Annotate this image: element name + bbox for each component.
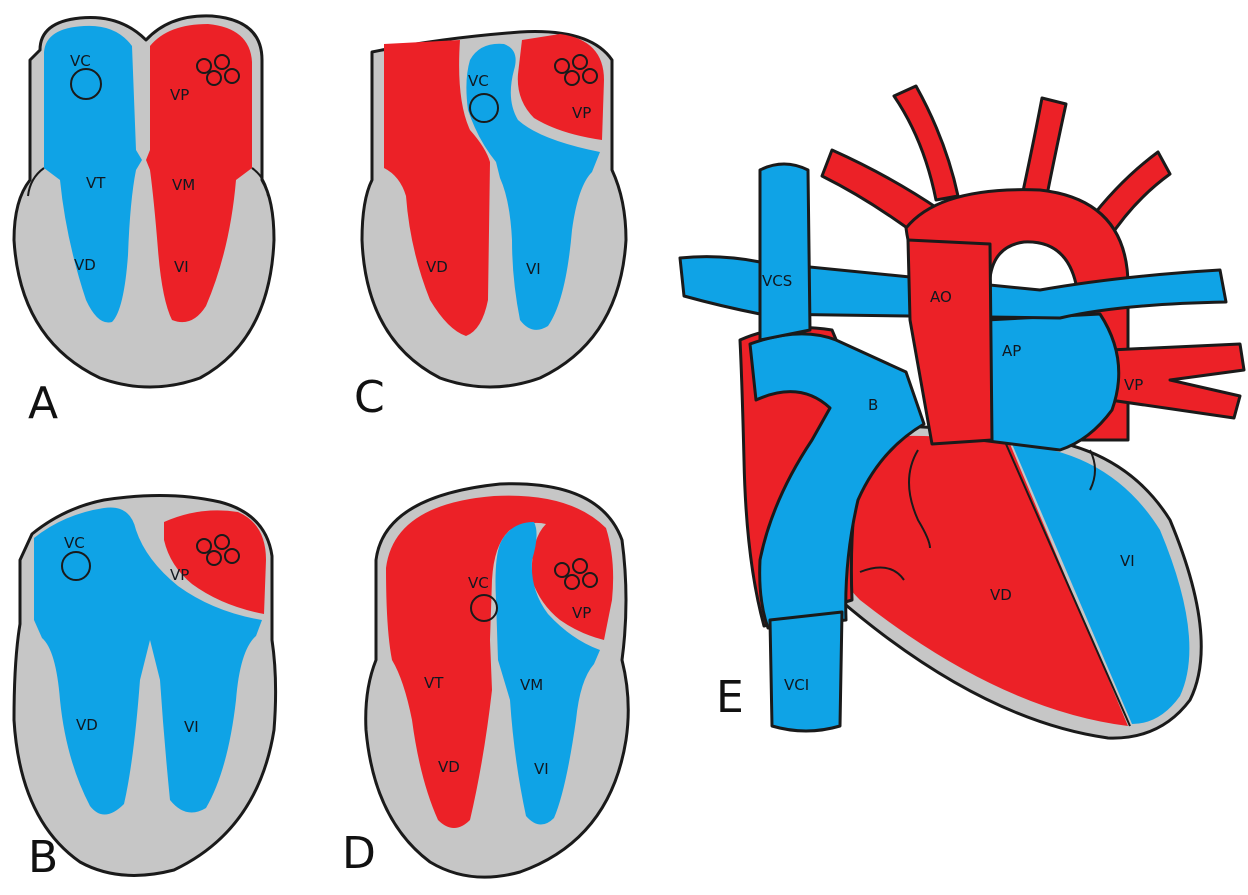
panel-b-vi-label: VI: [184, 718, 199, 736]
panel-b-vc-label: VC: [64, 534, 85, 552]
panel-d: VC VP VT VM VD VI D: [342, 484, 628, 879]
panel-e-vi-label: VI: [1120, 552, 1135, 570]
panel-d-letter: D: [342, 828, 376, 879]
panel-b: VC VP VD VI B: [14, 495, 276, 883]
panel-a-vt-label: VT: [86, 174, 106, 192]
panel-c-vc-label: VC: [468, 72, 489, 90]
panel-a-vc-label: VC: [70, 52, 91, 70]
panel-a-vi-label: VI: [174, 258, 189, 276]
panel-a-letter: A: [28, 378, 58, 429]
panel-a-vd-label: VD: [74, 256, 96, 274]
panel-e-aortic-branch: [1022, 98, 1066, 200]
panel-e-vp-label: VP: [1124, 376, 1143, 394]
panel-e-ao-label: AO: [930, 288, 952, 306]
panel-b-letter: B: [28, 832, 58, 883]
panel-e-vd-label: VD: [990, 586, 1012, 604]
panel-e: VCS AO AP VP B VD VI VCI E: [680, 86, 1244, 738]
panel-b-vd-label: VD: [76, 716, 98, 734]
panel-e-superior-vena-cava: [760, 164, 810, 340]
panel-c: VC VP VD VI C: [354, 32, 626, 423]
panel-c-vi-label: VI: [526, 260, 541, 278]
panel-e-letter: E: [716, 672, 744, 723]
panel-c-vp-label: VP: [572, 104, 591, 122]
panel-e-vcs-label: VCS: [762, 272, 792, 290]
panel-a-vp-label: VP: [170, 86, 189, 104]
panel-d-vd-label: VD: [438, 758, 460, 776]
panel-c-letter: C: [354, 372, 385, 423]
panel-e-vci-label: VCI: [784, 676, 809, 694]
panel-e-b-label: B: [868, 396, 878, 414]
panel-c-vd-label: VD: [426, 258, 448, 276]
panel-d-vi-label: VI: [534, 760, 549, 778]
panel-e-ap-label: AP: [1002, 342, 1021, 360]
panel-a: VC VP VT VM VD VI A: [14, 16, 274, 429]
panel-d-vp-label: VP: [572, 604, 591, 622]
panel-e-aortic-branch: [894, 86, 958, 200]
panel-a-vm-label: VM: [172, 176, 195, 194]
panel-d-vm-label: VM: [520, 676, 543, 694]
panel-d-vc-label: VC: [468, 574, 489, 592]
panel-b-vp-label: VP: [170, 566, 189, 584]
panel-d-vt-label: VT: [424, 674, 444, 692]
panel-e-inferior-vena-cava: [770, 612, 842, 731]
